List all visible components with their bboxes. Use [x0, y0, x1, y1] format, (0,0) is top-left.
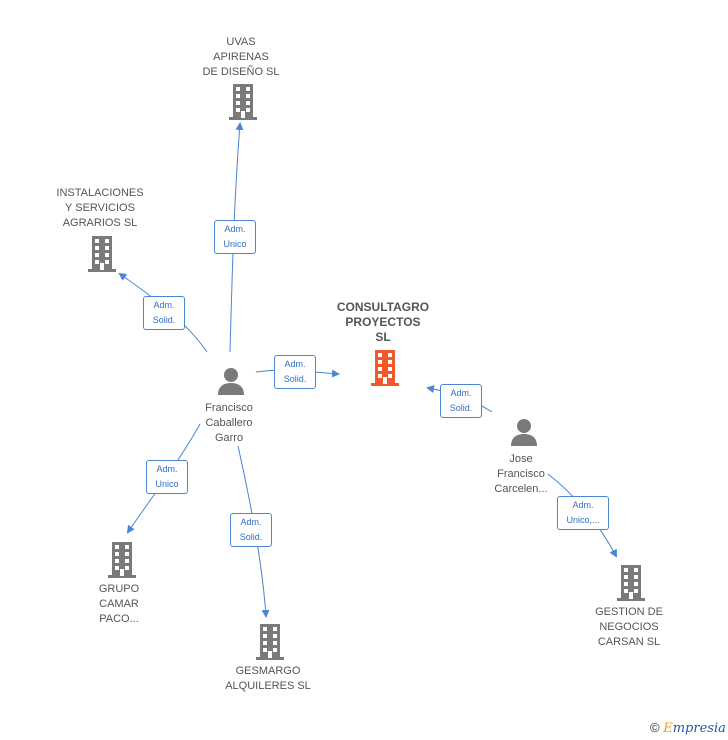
building-icon-highlighted [371, 350, 399, 386]
building-icon [88, 236, 116, 272]
person-name: Jose Francisco Carcelen... [494, 453, 548, 495]
relation-label[interactable]: Adm. Solid. [143, 296, 185, 330]
building-icon [617, 565, 645, 601]
person-icon [218, 368, 244, 395]
relation-label[interactable]: Adm. Solid. [274, 355, 316, 389]
copyright-icon: © [650, 720, 660, 735]
company-name: GRUPO CAMAR PACO... [98, 583, 140, 625]
relation-label[interactable]: Adm. Unico [146, 460, 188, 494]
person-icon [511, 419, 537, 446]
company-name: GESTION DE NEGOCIOS CARSAN SL [595, 606, 663, 648]
brand-name: mpresia [672, 721, 726, 736]
building-icon [229, 84, 257, 120]
company-name: CONSULTAGRO PROYECTOS SL [336, 300, 430, 344]
company-name: INSTALACIONES Y SERVICIOS AGRARIOS SL [56, 187, 144, 229]
company-name: GESMARGO ALQUILERES SL [225, 665, 311, 692]
relation-label[interactable]: Adm. Unico,... [557, 496, 609, 530]
relation-label[interactable]: Adm. Solid. [440, 384, 482, 418]
relation-label[interactable]: Adm. Solid. [230, 513, 272, 547]
company-name: UVAS APIRENAS DE DISEÑO SL [202, 36, 280, 78]
brand-initial: E [663, 721, 673, 736]
building-icon [108, 542, 136, 578]
building-icon [256, 624, 284, 660]
relation-label[interactable]: Adm. Unico [214, 220, 256, 254]
person-name: Francisco Caballero Garro [205, 402, 253, 444]
brand-footer: © Empresia [650, 720, 726, 736]
